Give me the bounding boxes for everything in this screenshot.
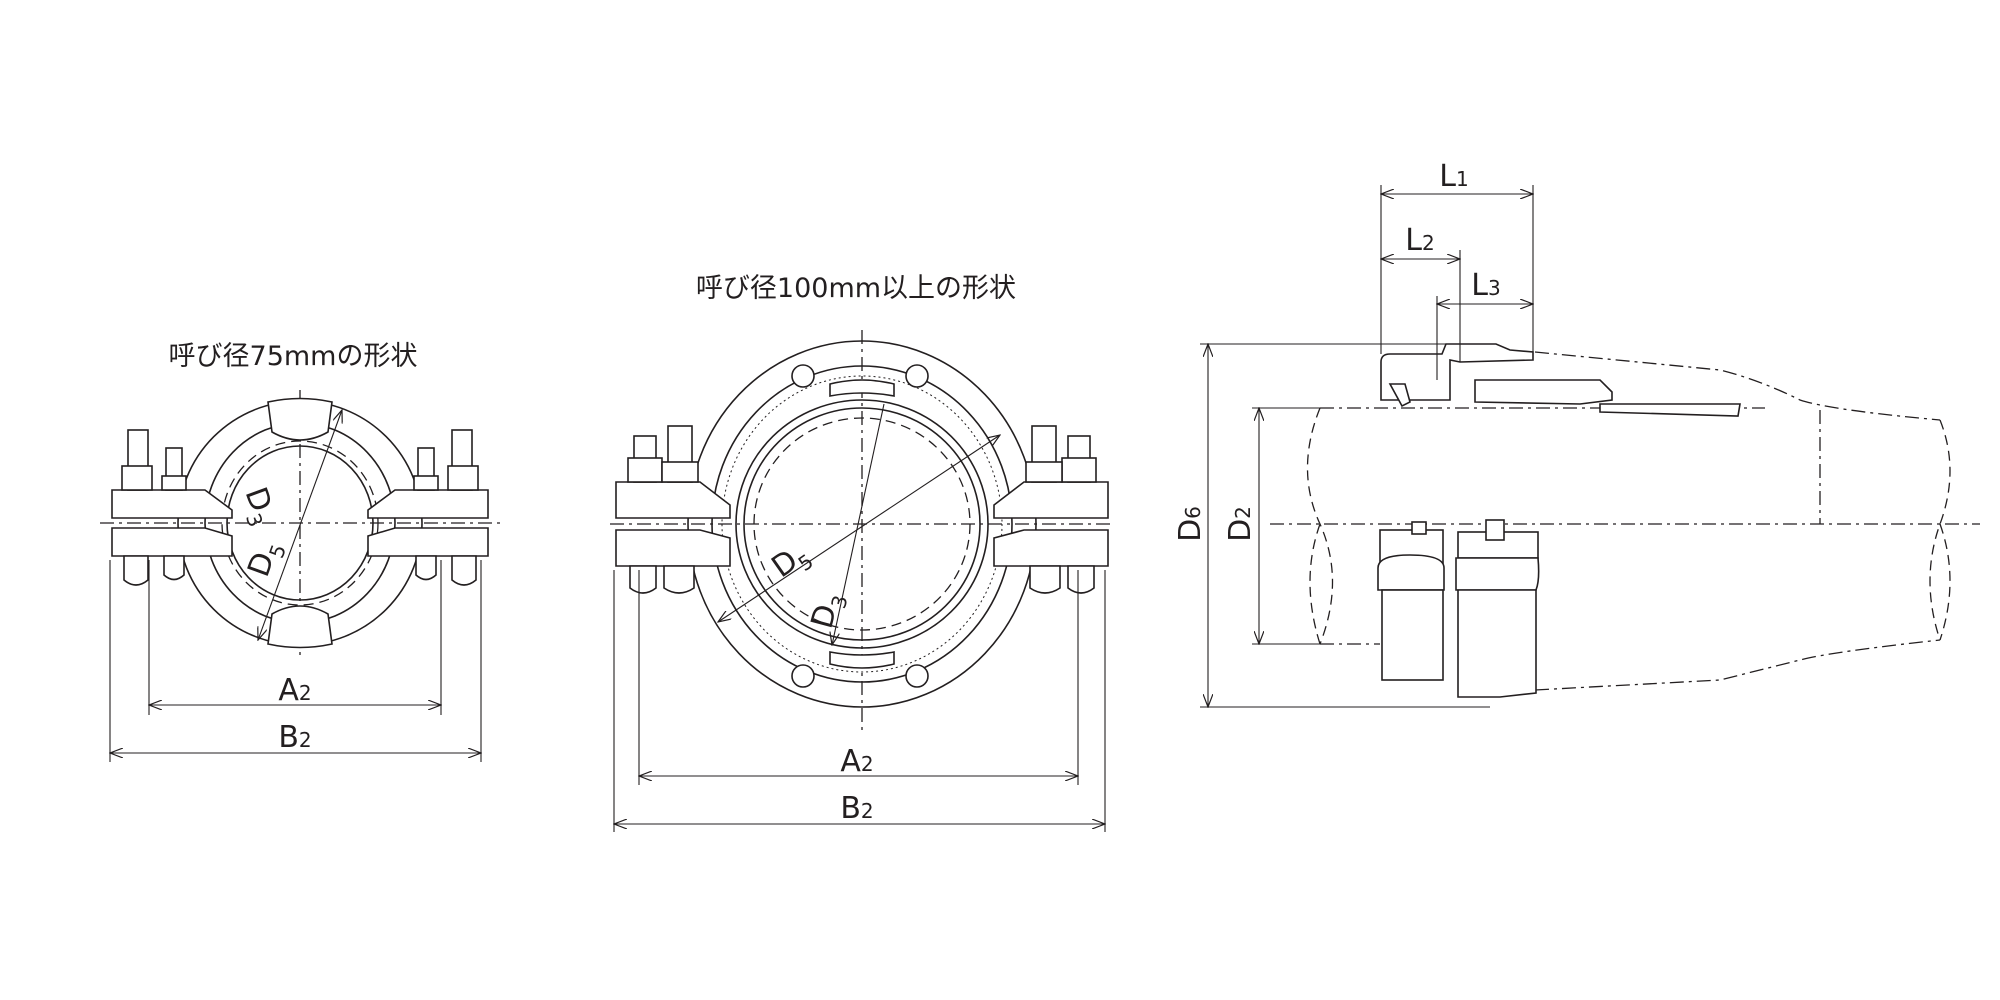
- bolt-hole: [791, 364, 815, 388]
- lock-ring-section: [1388, 383, 1411, 408]
- title-75mm: 呼び径75mmの形状: [169, 341, 418, 372]
- d5-label: D5: [766, 536, 818, 589]
- rubber-ring-section: [1474, 379, 1613, 405]
- l3-label: L3: [1471, 268, 1500, 303]
- l1-label: L1: [1439, 159, 1468, 194]
- d5-label: D5: [241, 536, 291, 583]
- lug-top: [829, 379, 895, 397]
- lug-top: [267, 397, 333, 441]
- gland-ring: [711, 365, 1013, 683]
- bolt-assembly-right: [367, 429, 489, 586]
- pipe-break-right: [1929, 419, 1951, 641]
- d3-dimension-line: [832, 403, 885, 645]
- a2-label: A2: [278, 673, 311, 708]
- bolt-assembly-left: [111, 429, 233, 586]
- view-100mm-plus: 呼び径100mm以上の形状: [610, 273, 1115, 832]
- view-side-section: L1 L2 L3 D6 D2: [1173, 159, 1980, 707]
- pipe-break-left: [1306, 407, 1334, 645]
- d2-label: D2: [1223, 506, 1258, 542]
- d5-dimension-line: [258, 410, 342, 640]
- gland-section-top: [1380, 343, 1534, 401]
- d5-dimension-line: [718, 435, 1000, 622]
- pipe-break-right-inner: [1939, 523, 1951, 641]
- flange-outline: [687, 340, 1037, 708]
- b2-label: B2: [278, 720, 311, 755]
- b2-label: B2: [840, 791, 873, 826]
- d3-label: D3: [805, 589, 853, 634]
- bolt-hole: [905, 664, 929, 688]
- l2-label: L2: [1405, 223, 1434, 258]
- spigot-end: [1599, 403, 1741, 417]
- socket-bottom-outline: [1534, 639, 1941, 691]
- a2-label: A2: [840, 744, 873, 779]
- bolt-nut-lower: [1377, 519, 1540, 698]
- d6-label: D6: [1173, 506, 1208, 542]
- pipe-break-left-inner: [1309, 523, 1321, 645]
- bolt-hole: [905, 364, 929, 388]
- bolt-assembly-left: [615, 425, 731, 594]
- socket-top-outline: [1534, 351, 1941, 421]
- title-100mm-plus: 呼び径100mm以上の形状: [696, 273, 1016, 304]
- hidden-ring-dotted: [721, 375, 1003, 673]
- bolt-assembly-right: [993, 425, 1109, 594]
- bolt-hole: [791, 664, 815, 688]
- view-75mm: 呼び径75mmの形状 D3: [100, 341, 500, 762]
- lug-bottom: [829, 651, 895, 669]
- lug-bottom: [267, 605, 333, 649]
